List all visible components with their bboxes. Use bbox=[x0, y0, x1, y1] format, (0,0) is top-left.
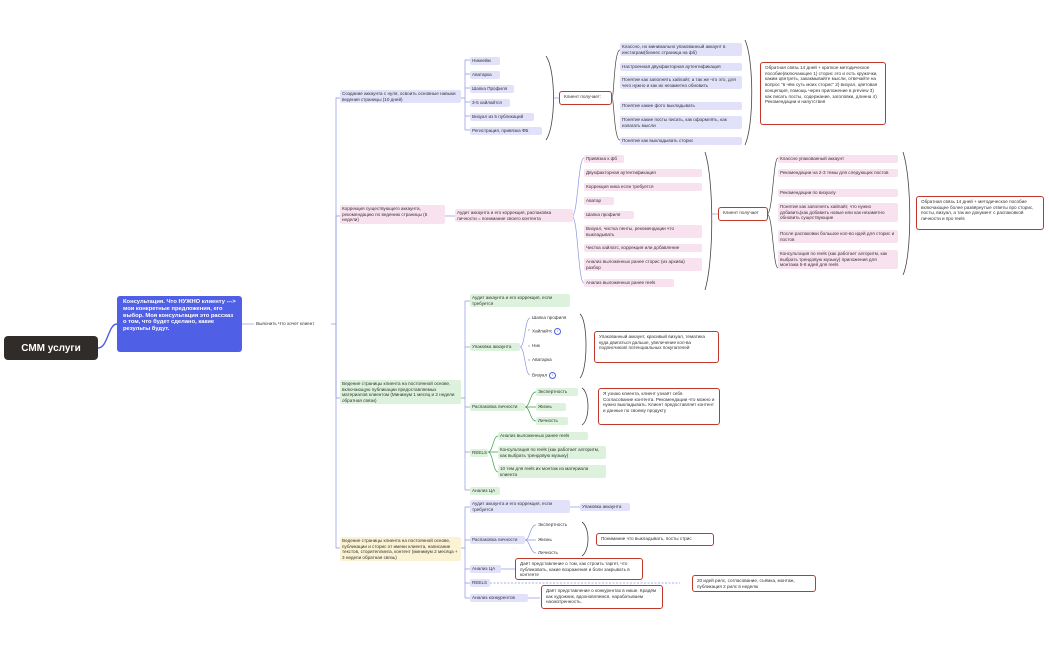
b4-unpack[interactable]: Распаковка личности bbox=[470, 536, 525, 544]
b2-item[interactable]: Анализ выложенных ранее сторис (из архив… bbox=[584, 258, 702, 272]
b4-ca[interactable]: Анализ ЦА bbox=[470, 565, 501, 573]
b3-pack-item[interactable]: Шапка профиля bbox=[532, 315, 567, 320]
root-node[interactable]: СММ услуги bbox=[4, 336, 98, 360]
b4-unpack-note[interactable]: Понимание что выкладывать, посты стрис bbox=[596, 533, 714, 546]
b4-ca-note[interactable]: Даёт представление о том, как строить та… bbox=[515, 558, 643, 580]
b3-unpack[interactable]: Распаковка личности bbox=[470, 403, 525, 411]
b3-reels-item[interactable]: Анализ выложенных ранее reels bbox=[498, 432, 588, 440]
b1-get[interactable]: Понятие какие фото выкладывать bbox=[620, 102, 742, 110]
b4-audit-next[interactable]: Упаковка аккаунта bbox=[580, 503, 630, 511]
b1-item[interactable]: Шапка Профиля bbox=[470, 85, 514, 93]
b1-item[interactable]: 3-5 хайлайтся bbox=[470, 99, 510, 107]
branch3-title[interactable]: Ведение страницы клиента на постоянной о… bbox=[340, 380, 461, 405]
b3-reels-item[interactable]: Консультация по reels (как работает алго… bbox=[498, 446, 606, 460]
b1-feedback-note[interactable]: Обратная связь 14 дней + краткое методич… bbox=[760, 62, 886, 125]
b1-item[interactable]: Визуал из 5 публикаций bbox=[470, 113, 534, 121]
b1-item[interactable]: Регистрация, привязка ФБ bbox=[470, 127, 542, 135]
b2-item[interactable]: Коррекция ника если требуется bbox=[584, 183, 702, 191]
b3-unpack-item[interactable]: Экспертность bbox=[536, 388, 578, 396]
b4-competitors[interactable]: Анализ конкурентов bbox=[470, 594, 528, 602]
b4-reels-note[interactable]: 20 идей рилс, согласование, съёмка, монт… bbox=[692, 575, 816, 592]
b4-audit[interactable]: Аудит аккаунта и его коррекция, если тре… bbox=[470, 500, 570, 514]
b1-get[interactable]: Понятие как выкладывать сторис bbox=[620, 137, 742, 145]
b4-unpack-item[interactable]: Личность bbox=[538, 550, 558, 555]
b2-item[interactable]: Двухфакторная аутентификация bbox=[584, 169, 702, 177]
b4-unpack-item[interactable]: Экспертность bbox=[538, 522, 568, 527]
b3-unpack-note[interactable]: Я узнаю клиента, клиент узнаёт себя. Сог… bbox=[598, 388, 720, 425]
select-node[interactable]: Выяснить Что хочет клиент bbox=[256, 321, 315, 326]
b3-ca[interactable]: Анализ ЦА bbox=[470, 487, 500, 495]
b3-pack[interactable]: Упаковка аккаунта bbox=[470, 343, 520, 351]
b2-get[interactable]: После распаковки большое кол-во идей для… bbox=[778, 230, 898, 244]
b4-competitors-note[interactable]: Даёт представление о конкурентах в нише.… bbox=[541, 585, 663, 609]
b3-reels-item[interactable]: 10 тем для reels их монтаж из материала … bbox=[498, 465, 606, 479]
info-icon: i bbox=[549, 372, 557, 379]
b1-get[interactable]: Настроенная двухфакторная аутентификация bbox=[620, 63, 742, 71]
b1-get[interactable]: Понятие какие посты писать, как оформлят… bbox=[620, 116, 742, 130]
b4-unpack-item[interactable]: Жизнь bbox=[538, 537, 552, 542]
b2-item[interactable]: Шапка профиля bbox=[584, 211, 634, 219]
branch1-title[interactable]: Создание аккаунта с нуля, освоить основн… bbox=[340, 90, 461, 104]
b2-feedback-note[interactable]: Обратная связь 14 дней + методическое по… bbox=[916, 196, 1044, 230]
b3-pack-item[interactable]: Ник bbox=[532, 343, 540, 348]
b2-get[interactable]: Консультация по reels (как работает алго… bbox=[778, 250, 898, 269]
b2-item[interactable]: Привязка к фб bbox=[584, 155, 624, 163]
b2-get[interactable]: Классно упакованный аккаунт bbox=[778, 155, 898, 163]
branch2-title[interactable]: Коррекция существующего аккаунта, рекоме… bbox=[340, 205, 445, 224]
b1-item[interactable]: Аватарка bbox=[470, 71, 500, 79]
b3-unpack-item[interactable]: Личность bbox=[536, 417, 568, 425]
b3-reels[interactable]: REELS bbox=[470, 449, 488, 457]
b2-item[interactable]: Анализ выложенных ранее reels bbox=[584, 279, 674, 287]
b1-get[interactable]: Понятие как заполнять хайлайт, а так же … bbox=[620, 76, 742, 90]
b1-client-gets[interactable]: Клиент получает: bbox=[559, 91, 612, 105]
b4-reels[interactable]: REELS bbox=[470, 579, 490, 587]
b2-item[interactable]: Чистка хайлатс, коррекция или добавление bbox=[584, 244, 702, 252]
b2-item[interactable]: Аватар bbox=[584, 197, 614, 205]
b3-pack-item[interactable]: Аватарка bbox=[532, 357, 552, 362]
branch4-title[interactable]: Ведение страницы клиента на постоянной о… bbox=[340, 537, 461, 562]
info-icon: i bbox=[554, 328, 562, 335]
b2-get[interactable]: Понятие как заполнять хайлайт, что нужно… bbox=[778, 203, 898, 222]
b2-item[interactable]: Визуал, чистка ленты, рекомендации что в… bbox=[584, 225, 702, 239]
b2-audit[interactable]: Аудит аккаунта и его коррекция, распаков… bbox=[455, 209, 573, 223]
b2-get[interactable]: Рекомендации на 2-3 темы для следующих п… bbox=[778, 169, 898, 177]
b3-unpack-item[interactable]: Жизнь bbox=[536, 403, 566, 411]
consultation-node[interactable]: Консультация. Что НУЖНО клиенту ---> мои… bbox=[117, 296, 242, 352]
b1-get[interactable]: Классно, но минимально упакованный аккау… bbox=[620, 43, 742, 57]
b2-get[interactable]: Рекомендации по визуалу bbox=[778, 189, 898, 197]
b2-client-gets[interactable]: Клиент получает bbox=[718, 207, 768, 221]
b3-audit[interactable]: Аудит аккаунта и его коррекция, если тре… bbox=[470, 294, 570, 308]
b1-item[interactable]: Никнейм bbox=[470, 57, 500, 65]
b3-pack-note[interactable]: Упакованный аккаунт, красивый визуал, те… bbox=[594, 331, 719, 363]
